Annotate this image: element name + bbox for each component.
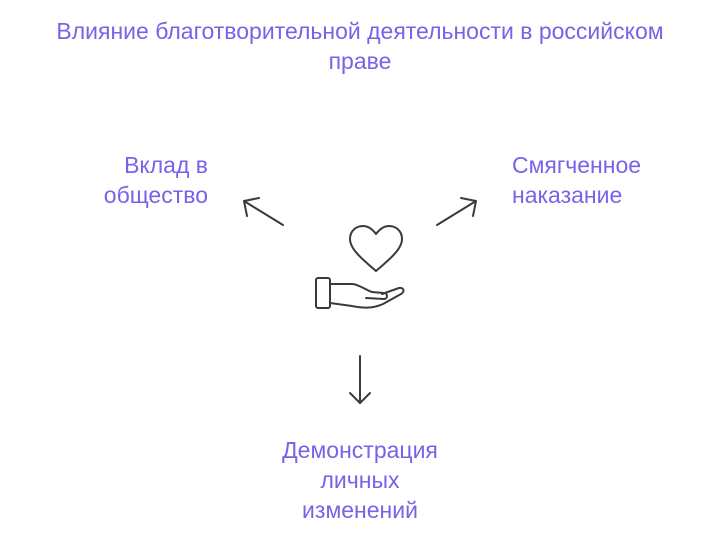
sleeve-cuff-icon (315, 277, 331, 309)
branch-left-line-1: Вклад в (124, 152, 208, 178)
open-palm-icon (329, 283, 405, 309)
hand-holding-heart-icon (315, 225, 405, 309)
branch-right-line-2: наказание (512, 182, 623, 208)
title-line-2: праве (328, 48, 392, 74)
branch-label-right: Смягченное наказание (512, 150, 692, 210)
branch-bottom-line-3: изменений (302, 497, 418, 523)
title-line-1: Влияние благотворительной деятельности в… (56, 18, 664, 44)
arrow-up-right-icon (436, 197, 477, 226)
branch-bottom-line-2: личных (320, 467, 400, 493)
branch-label-left: Вклад в общество (60, 150, 208, 210)
diagram-title: Влияние благотворительной деятельности в… (0, 16, 720, 76)
branch-label-bottom: Демонстрация личных изменений (220, 435, 500, 525)
arrow-up-left-icon (243, 197, 284, 226)
arrow-down-icon (349, 355, 371, 404)
branch-bottom-line-1: Демонстрация (282, 437, 438, 463)
heart-icon (349, 225, 403, 272)
branch-right-line-1: Смягченное (512, 152, 642, 178)
branch-left-line-2: общество (103, 182, 208, 208)
